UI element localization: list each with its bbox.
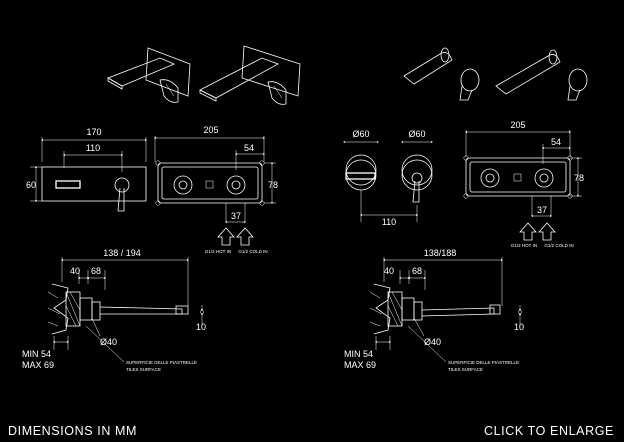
left-depth-b: 68 [91, 266, 101, 276]
left-min-depth: MIN 54 [22, 349, 51, 359]
left-isometric-view-1 [107, 47, 191, 103]
right-front-elevation: Ø60 Ø60 110 [343, 129, 433, 227]
right-tile-label-it: SUPERFICIE DELLE PIASTRELLE [448, 360, 519, 365]
left-plate-width: 205 [203, 125, 218, 135]
left-plate-height: 78 [268, 180, 278, 190]
right-min-depth: MIN 54 [344, 349, 373, 359]
right-spout-diameter: Ø60 [352, 129, 369, 139]
left-outlet-size: 10 [196, 322, 206, 332]
right-diameter: Ø40 [424, 337, 441, 347]
left-front-elevation: 170 110 60 [26, 127, 147, 212]
left-hot-in-label: G1/2 HOT IN [205, 249, 231, 254]
right-hot-in-label: G1/2 HOT IN [511, 243, 537, 248]
left-model: 170 110 60 205 54 [22, 45, 301, 372]
right-plate-offset: 54 [551, 137, 561, 147]
left-spout-spacing: 110 [86, 143, 100, 153]
right-isometric-view-2 [495, 49, 588, 101]
right-depth-a: 40 [384, 266, 394, 276]
right-max-depth: MAX 69 [344, 360, 376, 370]
right-depth-b: 68 [412, 266, 422, 276]
right-spacing: 110 [382, 217, 396, 227]
left-cold-in-label: G1/2 COLD IN [238, 249, 267, 254]
right-isometric-view-1 [403, 47, 480, 101]
left-projection: 138 / 194 [103, 248, 141, 258]
dimensions-note: DIMENSIONS IN MM [8, 424, 138, 438]
right-inlet-spacing: 37 [537, 205, 547, 215]
right-section-view: 138/188 40 68 10 Ø40 MIN 54 [344, 248, 524, 372]
left-tile-label-it: SUPERFICIE DELLE PIASTRELLE [126, 360, 197, 365]
left-isometric-view-2 [199, 45, 301, 105]
right-wall-plate: 205 54 78 37 G1/2 HOT IN [463, 120, 584, 248]
left-section-view: 138 / 194 40 68 10 Ø40 MIN [22, 248, 206, 372]
left-inlet-spacing: 37 [231, 211, 241, 221]
click-to-enlarge-link[interactable]: CLICK TO ENLARGE [483, 424, 614, 438]
right-hot-inlet-arrow [519, 222, 537, 241]
right-tile-label-en: TILES SURFACE [448, 367, 483, 372]
left-depth-a: 40 [70, 266, 80, 276]
right-lever-diameter: Ø60 [408, 129, 425, 139]
right-cold-inlet-arrow [538, 222, 556, 241]
right-model: Ø60 Ø60 110 205 54 [343, 47, 588, 372]
left-max-depth: MAX 69 [22, 360, 54, 370]
left-plate-offset: 54 [244, 143, 254, 153]
right-outlet-size: 10 [514, 322, 524, 332]
right-cold-in-label: G1/2 COLD IN [544, 243, 573, 248]
left-front-width: 170 [86, 127, 101, 137]
left-front-height: 60 [26, 180, 36, 190]
left-cold-inlet-arrow [236, 227, 254, 246]
left-wall-plate: 205 54 78 37 G1/2 HOT IN [154, 125, 278, 254]
right-plate-width: 205 [510, 120, 525, 130]
left-diameter: Ø40 [100, 337, 117, 347]
right-plate-height: 78 [574, 173, 584, 183]
right-projection: 138/188 [424, 248, 457, 258]
left-hot-inlet-arrow [217, 227, 235, 246]
left-tile-label-en: TILES SURFACE [126, 367, 161, 372]
